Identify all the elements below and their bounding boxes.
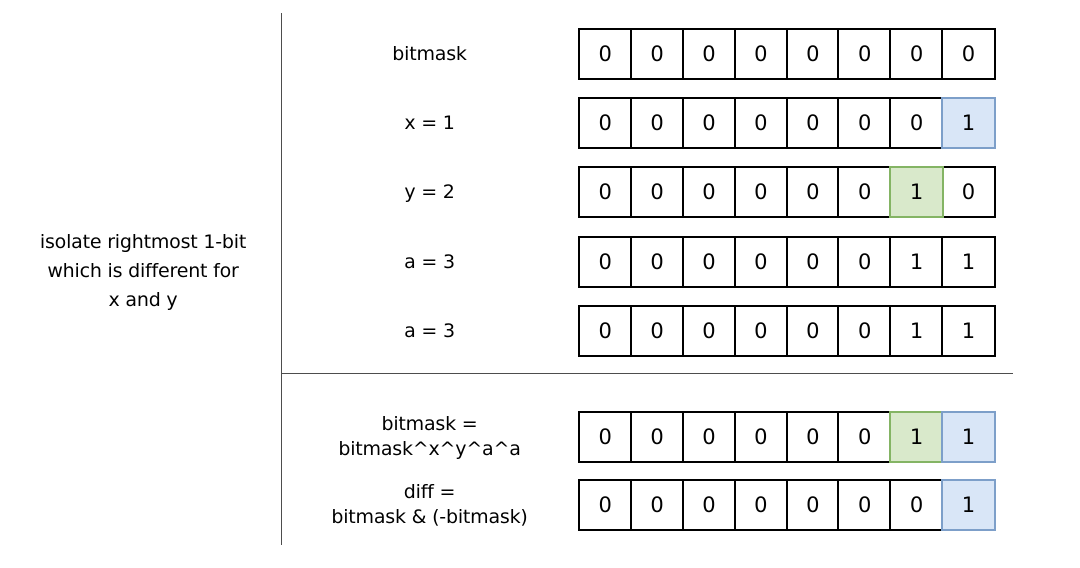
row-label-line-1: a = 3	[404, 250, 455, 273]
caption-line-1: isolate rightmost 1-bit	[39, 231, 247, 253]
row-label-line-1: a = 3	[404, 319, 455, 342]
bit-cell: 1	[941, 236, 996, 288]
row-label-line-2: bitmask & (-bitmask)	[331, 506, 528, 528]
row-label: bitmask	[281, 42, 578, 67]
bit-cell: 0	[629, 28, 685, 80]
bit-cell: 0	[733, 97, 789, 149]
bit-cell: 0	[837, 28, 892, 80]
bit-cell: 1	[889, 166, 944, 218]
bit-cell: 0	[785, 479, 840, 531]
row-label: x = 1	[281, 111, 578, 136]
bit-cell: 0	[681, 166, 737, 218]
caption-line-2: which is different for	[47, 260, 239, 282]
row-label: y = 2	[281, 180, 578, 205]
row-label-line-2: bitmask^x^y^a^a	[338, 438, 521, 460]
bit-cell: 1	[941, 479, 996, 531]
bit-cell: 0	[837, 411, 892, 463]
horizontal-divider	[281, 373, 1013, 374]
row-label-line-1: bitmask =	[381, 413, 478, 435]
bit-cell: 0	[889, 479, 944, 531]
bit-cell: 1	[941, 97, 996, 149]
bit-cell: 0	[681, 28, 737, 80]
bit-cell: 0	[629, 236, 685, 288]
bit-cell: 0	[578, 236, 633, 288]
row-label-line-1: x = 1	[404, 111, 455, 134]
row-label-line-1: diff =	[403, 481, 456, 503]
bit-cell: 0	[785, 236, 840, 288]
bit-cell: 1	[941, 305, 996, 357]
bit-cell: 0	[733, 166, 789, 218]
bit-cell: 0	[681, 97, 737, 149]
bit-cell: 0	[578, 166, 633, 218]
bit-cell: 0	[681, 236, 737, 288]
row-label: bitmask = bitmask^x^y^a^a	[281, 412, 578, 462]
bit-cell: 1	[941, 411, 996, 463]
bit-cell: 0	[941, 166, 996, 218]
bit-cell: 0	[785, 166, 840, 218]
row-label-line-1: bitmask	[392, 42, 467, 65]
row-label: a = 3	[281, 250, 578, 275]
bit-cell: 0	[941, 28, 996, 80]
vertical-divider	[281, 13, 282, 545]
bit-cell: 0	[629, 166, 685, 218]
bit-cell: 0	[837, 236, 892, 288]
bit-cell: 0	[681, 305, 737, 357]
bit-cell: 0	[733, 411, 789, 463]
bit-cell: 0	[629, 305, 685, 357]
bit-cell: 0	[889, 97, 944, 149]
bit-cell: 0	[837, 97, 892, 149]
bit-cell: 0	[629, 411, 685, 463]
bit-cell: 0	[733, 236, 789, 288]
row-label-line-1: y = 2	[404, 180, 455, 203]
bit-cell: 1	[889, 411, 944, 463]
bit-cell: 0	[785, 411, 840, 463]
bit-cell: 0	[578, 479, 633, 531]
bit-cell: 0	[889, 28, 944, 80]
bit-cell: 0	[785, 305, 840, 357]
bit-cell: 0	[733, 305, 789, 357]
bit-cell: 0	[629, 97, 685, 149]
bit-cell: 0	[733, 28, 789, 80]
bit-cell: 0	[837, 166, 892, 218]
bit-cell: 0	[785, 28, 840, 80]
bit-cell: 0	[733, 479, 789, 531]
caption-line-3: x and y	[108, 289, 178, 311]
explanation-caption: isolate rightmost 1-bit which is differen…	[14, 228, 272, 315]
bit-cell: 1	[889, 236, 944, 288]
bit-cell: 0	[785, 97, 840, 149]
bit-cell: 0	[578, 305, 633, 357]
bit-cell: 0	[681, 479, 737, 531]
bit-cell: 0	[578, 28, 633, 80]
bit-cell: 0	[837, 305, 892, 357]
row-label: a = 3	[281, 319, 578, 344]
bit-cell: 0	[578, 97, 633, 149]
bit-cell: 0	[578, 411, 633, 463]
bit-cell: 0	[681, 411, 737, 463]
bit-cell: 0	[837, 479, 892, 531]
bit-cell: 0	[629, 479, 685, 531]
row-label: diff = bitmask & (-bitmask)	[281, 480, 578, 530]
bit-cell: 1	[889, 305, 944, 357]
